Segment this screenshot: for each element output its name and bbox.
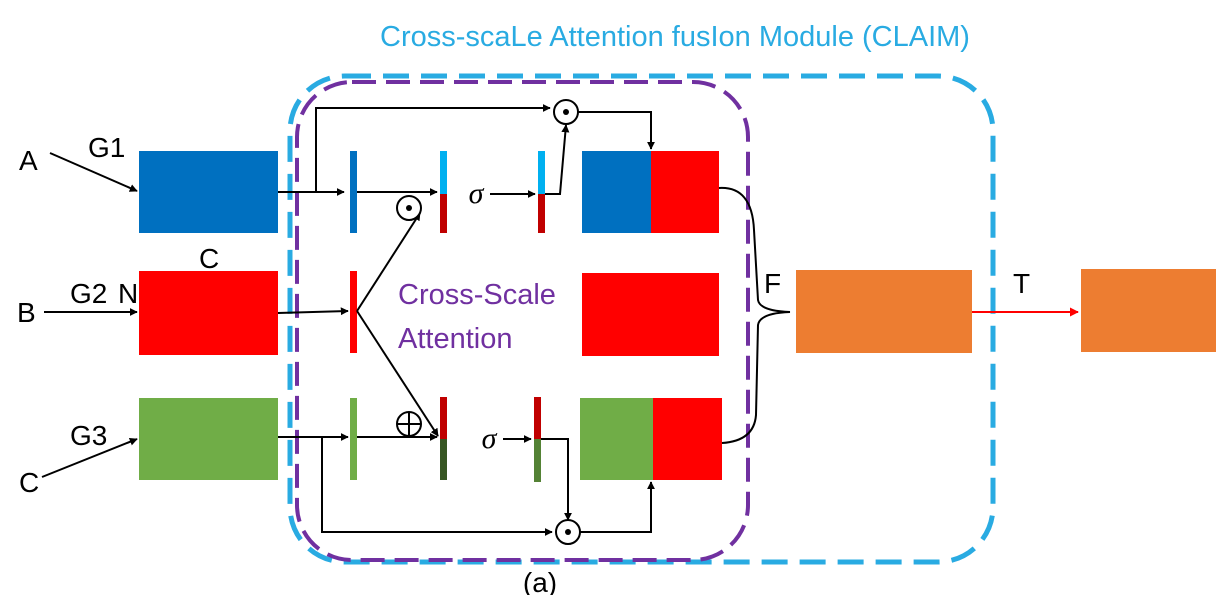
final-output-block [1081,269,1216,352]
group-label-g2: G2 [70,278,107,309]
input-label-b: B [17,297,36,328]
attention-vector-bottom-lower [440,439,447,480]
output-block-g2 [582,273,719,356]
pooled-vector-g2 [350,271,357,353]
fusion-label: F [764,268,781,299]
weight-vector-top-upper [538,151,545,194]
output-block-g3-left [580,398,653,480]
output-block-g3-right [653,398,722,480]
wire-weight-top-to-mult [545,124,570,195]
wire-g2-to-bottom-attention [356,310,439,437]
attention-vector-bottom-upper [440,397,447,439]
multiply-icon-attention-dot [406,205,412,211]
attention-vector-top-lower [440,194,447,233]
weight-vector-top-lower [538,194,545,233]
sigma-top: σ [469,177,485,210]
group-label-g3: G3 [70,420,107,451]
attention-label-line2: Attention [398,323,512,355]
wire-g2-to-top-attention [356,212,421,312]
wire-mult-bottom-to-output [580,481,655,533]
weight-vector-bottom-upper [534,397,541,439]
feature-block-g2 [139,271,278,355]
group-label-g1: G1 [88,132,125,163]
fusion-brace [718,186,791,444]
input-label-c: C [19,467,39,498]
weight-vector-bottom-lower [534,439,541,482]
input-arrow-a [49,152,138,192]
pooled-vector-g1 [350,151,357,233]
feature-block-g3 [139,398,278,480]
wire-mult-top-to-output [578,111,655,150]
dim-label-c: C [199,243,219,274]
feature-block-g1 [139,151,278,233]
dim-label-n: N [118,278,138,309]
fused-block [796,270,972,353]
attention-border [295,80,750,562]
output-block-g1-left [582,151,651,233]
wire-g3-skip [321,437,553,536]
multiply-icon-top-dot [563,109,569,115]
wire-weight-bottom-to-mult [541,438,572,521]
transform-label: T [1013,268,1030,299]
module-title: Cross-scaLe Attention fusIon Module (CLA… [380,21,970,53]
figure-caption: (a) [523,567,557,595]
input-arrow-c [41,437,138,478]
pooled-vector-g3 [350,398,357,480]
wire-g1-skip [315,104,551,192]
sigma-bottom: σ [482,422,498,455]
output-block-g1-right [651,151,719,233]
input-label-a: A [19,145,38,176]
multiply-icon-bottom-dot [565,529,571,535]
attention-vector-top-upper [440,151,447,194]
wire-g2-to-pool [277,307,349,316]
attention-label-line1: Cross-Scale [398,279,556,311]
